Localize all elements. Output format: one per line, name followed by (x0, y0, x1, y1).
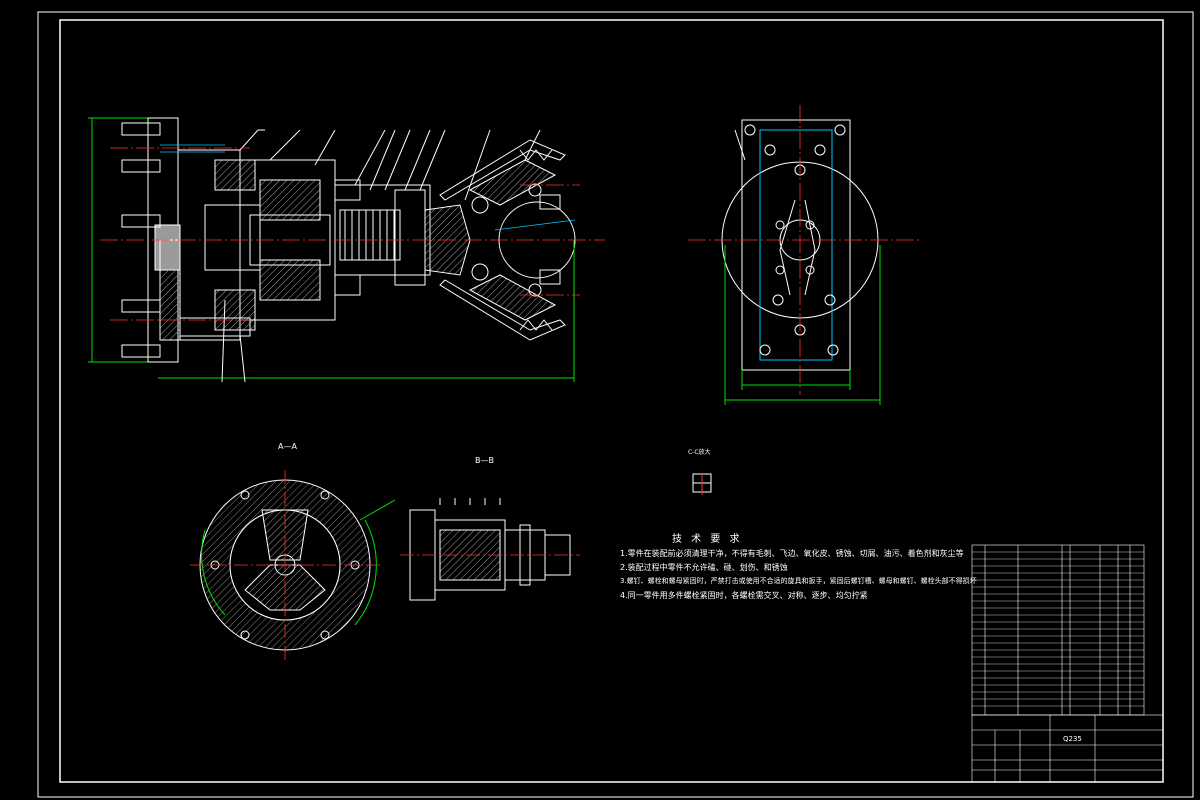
note-2: 2.装配过程中零件不允许磕、碰、划伤、和锈蚀 (620, 563, 788, 572)
side-view-centerlines (688, 105, 920, 395)
note-4: 4.同一零件用多件螺栓紧固时，各螺栓需交叉、对称、逐步、均匀拧紧 (620, 591, 868, 600)
inner-frame (59, 19, 1164, 783)
outer-frame (37, 11, 1194, 798)
note-3: 3.螺钉、螺栓和螺母紧固时，严禁打击或使用不合适的旋具和扳手，紧固后螺钉槽、螺母… (620, 577, 977, 585)
section-a-a-label: A—A (278, 442, 297, 451)
title-block (971, 544, 1164, 783)
note-1: 1.零件在装配前必须清理干净，不得有毛刺、飞边、氧化皮、锈蚀、切屑、油污、着色剂… (620, 549, 964, 558)
section-b-b (409, 498, 571, 601)
main-view-gripper-assembly (88, 117, 576, 383)
detail-c-label: C-C放大 (688, 449, 711, 456)
section-b-b-label: B—B (475, 456, 494, 465)
main-view-centerlines (100, 147, 605, 321)
side-view (721, 119, 881, 405)
main-view-hidden-lines (160, 144, 576, 231)
section-a-a-centerlines (190, 470, 380, 660)
detail-c (692, 473, 712, 495)
notes-title: 技 术 要 求 (672, 534, 743, 545)
material-label: Q235 (1063, 735, 1082, 743)
